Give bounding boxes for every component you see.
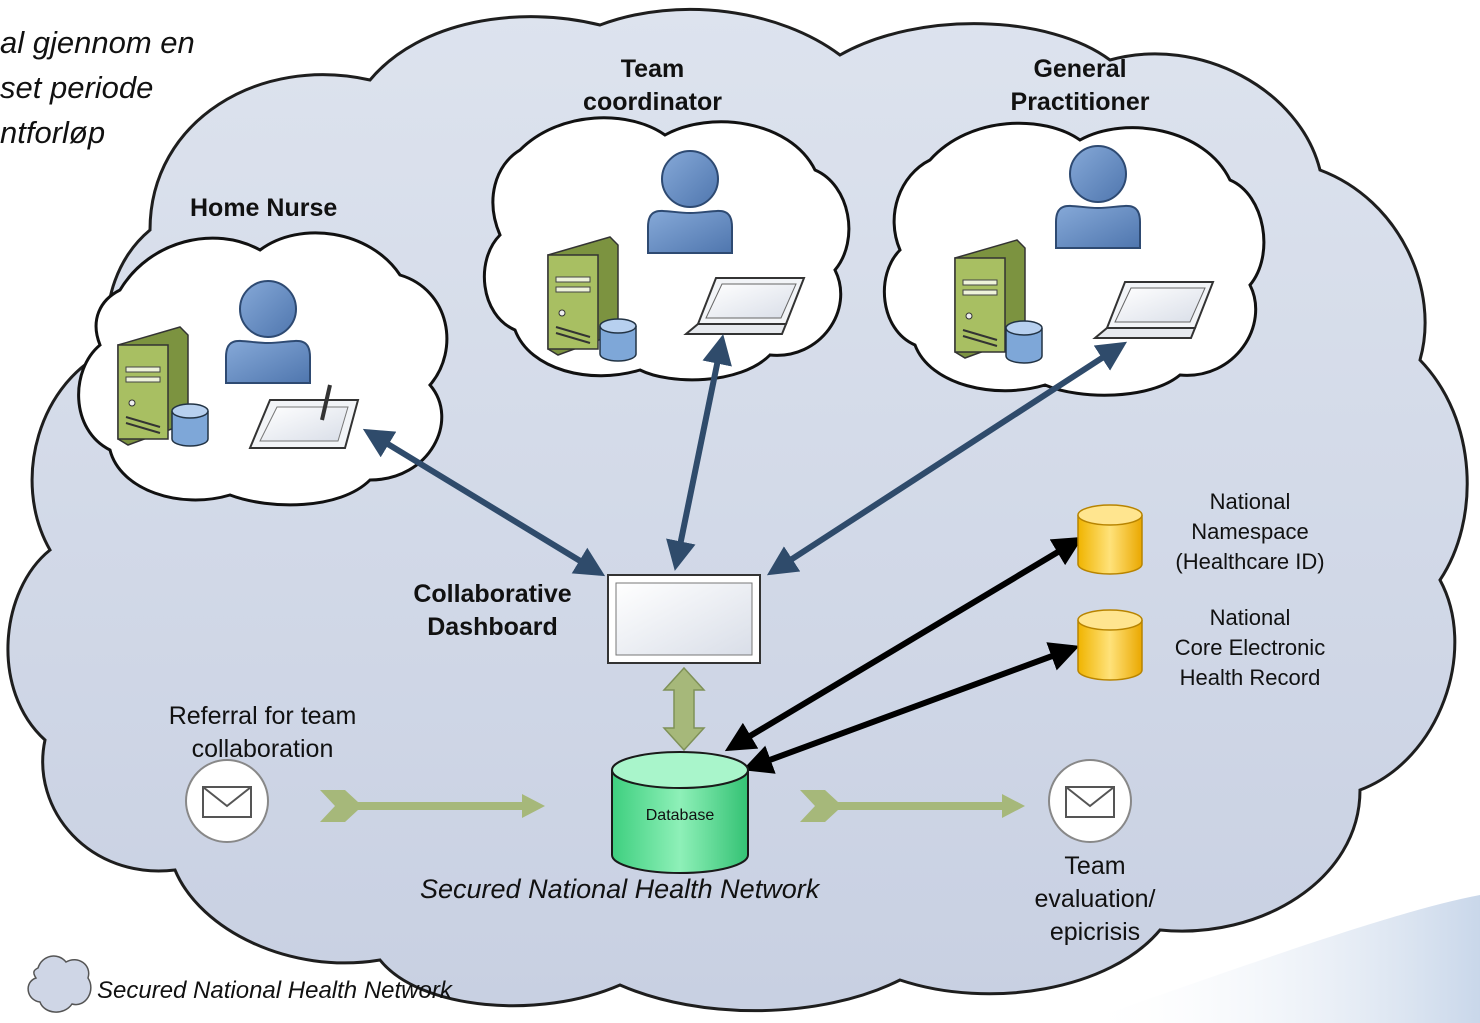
flow-arrow-in — [320, 790, 545, 822]
dashboard-monitor — [607, 574, 761, 664]
envelope-icon — [1048, 759, 1132, 843]
home-nurse-label: Home Nurse — [190, 194, 338, 222]
legend-label: Secured National Health Network — [97, 977, 452, 1004]
intro-line: ntforløp — [0, 115, 106, 150]
team-coordinator-line2: coordinator — [583, 88, 722, 116]
evaluation-line2: evaluation/ — [1034, 885, 1156, 913]
link-gp — [766, 341, 1128, 576]
team-coordinator-line1: Team — [620, 55, 685, 83]
gp-line1: General — [1033, 55, 1127, 83]
ehr-line3: Health Record — [1179, 665, 1321, 690]
evaluation-label: Team evaluation/ epicrisis — [1005, 850, 1185, 949]
namespace-line2: Namespace — [1191, 519, 1309, 544]
namespace-line3: (Healthcare ID) — [1175, 549, 1325, 574]
intro-line: al gjennom en — [0, 25, 195, 60]
tablet-icon — [248, 384, 360, 449]
ehr-line2: Core Electronic — [1174, 635, 1326, 660]
team-coordinator-label: Team coordinator — [570, 53, 735, 119]
dashboard-line1: Collaborative — [413, 580, 572, 608]
national-ehr-database-icon — [1077, 609, 1143, 681]
referral-line2: collaboration — [191, 735, 334, 763]
national-namespace-label: National Namespace (Healthcare ID) — [1150, 487, 1350, 577]
database-label: Database — [645, 807, 715, 824]
national-namespace-database-icon — [1077, 504, 1143, 575]
envelope-icon — [185, 759, 269, 843]
database-icon — [599, 318, 637, 362]
evaluation-line3: epicrisis — [1049, 918, 1141, 946]
national-ehr-label: National Core Electronic Health Record — [1150, 603, 1350, 693]
database-icon — [171, 403, 209, 447]
dashboard-label: Collaborative Dashboard — [395, 578, 590, 644]
intro-line: set periode — [0, 70, 154, 105]
namespace-line1: National — [1209, 489, 1291, 514]
network-label: Secured National Health Network — [420, 874, 820, 904]
link-home-nurse — [362, 428, 606, 577]
flow-arrow-out — [800, 790, 1025, 822]
gp-label: General Practitioner — [995, 53, 1165, 119]
corner-swoosh — [1080, 895, 1480, 1023]
database-icon — [1005, 320, 1043, 364]
referral-label: Referral for team collaboration — [135, 700, 390, 766]
ehr-line1: National — [1209, 605, 1291, 630]
gp-line2: Practitioner — [1010, 88, 1150, 116]
link-ehr — [742, 642, 1080, 774]
central-database-icon — [611, 751, 749, 874]
dashboard-database-arrow — [662, 666, 706, 752]
link-team-coordinator — [666, 334, 732, 571]
legend-cloud-icon — [27, 955, 92, 1013]
evaluation-line1: Team — [1064, 852, 1126, 880]
intro-text: al gjennom en set periode ntforløp — [0, 20, 195, 155]
dashboard-line2: Dashboard — [427, 613, 558, 641]
referral-line1: Referral for team — [168, 702, 357, 730]
